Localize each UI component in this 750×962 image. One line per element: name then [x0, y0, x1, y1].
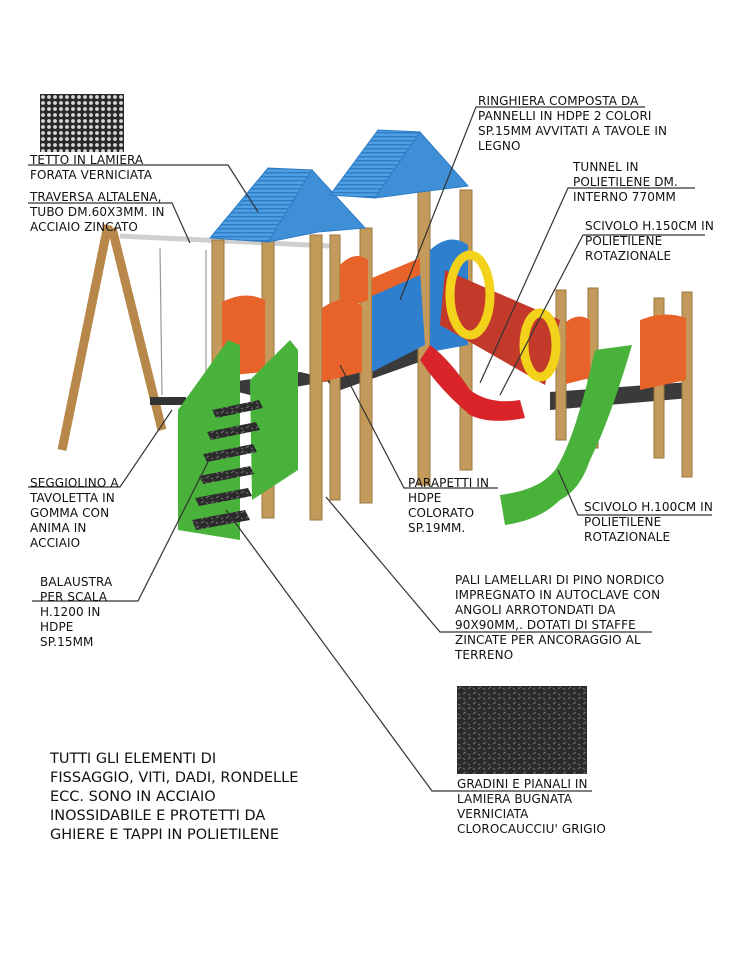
leader-lines [28, 106, 712, 792]
label-roof: TETTO IN LAMIERA FORATA VERNICIATA [30, 153, 153, 182]
label-tunnel: TUNNEL IN POLIETILENE DM. INTERNO 770MM [573, 160, 678, 204]
label-posts: PALI LAMELLARI DI PINO NORDICO IMPREGNAT… [455, 573, 665, 662]
green-slide [500, 345, 632, 525]
stairs [178, 340, 298, 540]
swing-seat [150, 397, 186, 405]
tread-plate-swatch [457, 686, 587, 774]
label-railing: RINGHIERA COMPOSTA DA PANNELLI IN HDPE 2… [478, 94, 668, 153]
label-slide-150: SCIVOLO H.150CM IN POLIETILENE ROTAZIONA… [585, 219, 714, 263]
label-slide-100: SCIVOLO H.100CM IN POLIETILENE ROTAZIONA… [584, 500, 713, 544]
label-balustrade: BALAUSTRA PER SCALA H.1200 IN HDPE SP.15… [40, 575, 113, 649]
label-parapets: PARAPETTI IN HDPE COLORATO SP.19MM. [408, 476, 490, 535]
perforated-sheet-swatch [40, 94, 124, 152]
label-steps: GRADINI E PIANALI IN LAMIERA BUGNATA VER… [457, 777, 606, 836]
label-seat: SEGGIOLINO A TAVOLETTA IN GOMMA CON ANIM… [30, 476, 119, 550]
label-swing-beam: TRAVERSA ALTALENA, TUBO DM.60X3MM. IN AC… [30, 190, 165, 234]
red-slide [420, 345, 525, 421]
roofs [208, 129, 470, 243]
tunnel [440, 250, 561, 385]
fasteners-note: TUTTI GLI ELEMENTI DI FISSAGGIO, VITI, D… [50, 751, 299, 843]
